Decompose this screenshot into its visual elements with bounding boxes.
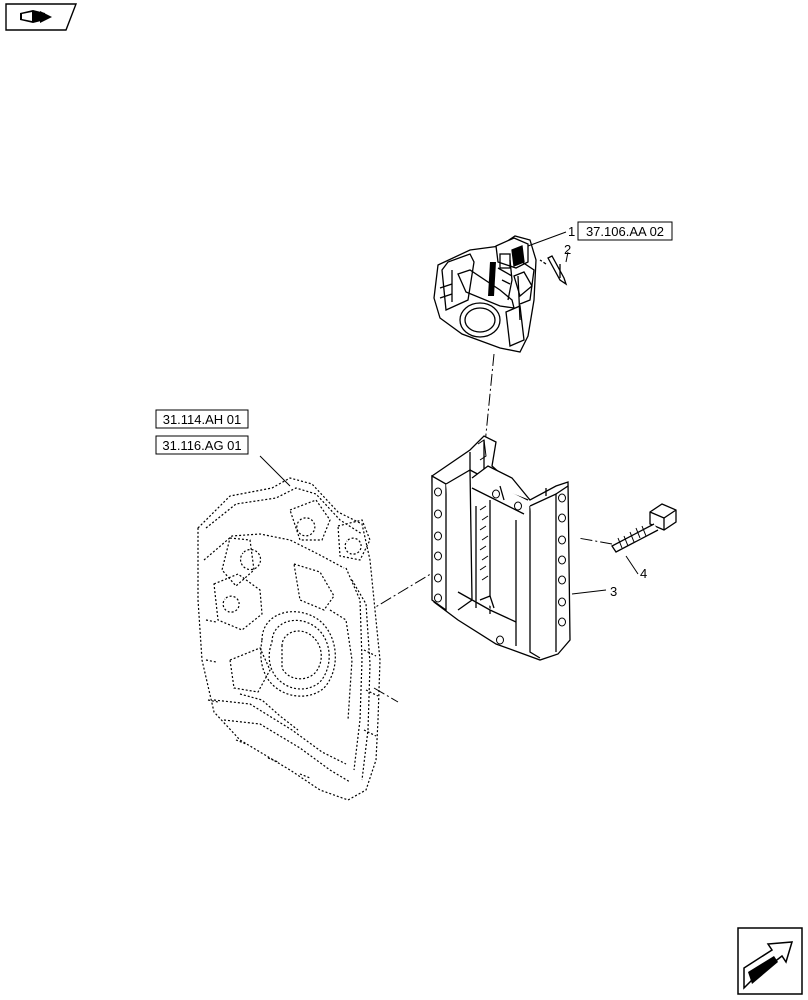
callout-leader-3: [571, 589, 607, 595]
next-page-arrow-icon: [743, 941, 794, 990]
callout-item-3: 3: [610, 584, 617, 599]
reference-box-left-lower[interactable]: 31.116.AG 01: [155, 435, 249, 455]
reference-label: 37.106.AA 02: [586, 224, 664, 239]
next-page-button[interactable]: [737, 927, 803, 995]
transmission-housing: [197, 477, 381, 801]
callout-leaders-top: [527, 231, 569, 263]
bracket-holes: [434, 487, 566, 645]
hitch-clevis: [433, 235, 537, 353]
reference-box-top-right[interactable]: 37.106.AA 02: [577, 221, 673, 241]
reference-label: 31.116.AG 01: [162, 438, 241, 453]
callout-item-1: 1: [568, 224, 575, 239]
hitch-bracket: [431, 435, 571, 661]
header-badge[interactable]: [5, 3, 78, 31]
reference-box-left-upper[interactable]: 31.114.AH 01: [155, 409, 249, 429]
callout-item-2: 2: [564, 242, 571, 257]
callout-item-4: 4: [640, 566, 647, 581]
bolt: [611, 503, 677, 553]
reference-label: 31.114.AH 01: [163, 412, 242, 427]
pin: [539, 255, 568, 286]
reference-leader: [259, 455, 291, 487]
callout-leader-4: [625, 555, 639, 575]
book-arrow-icon: [20, 10, 52, 23]
